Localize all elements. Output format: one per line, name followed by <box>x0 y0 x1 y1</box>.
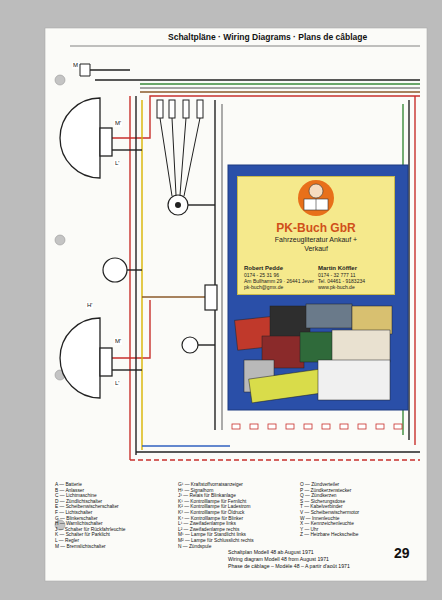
distributor-symbol <box>168 195 188 215</box>
fuse-box <box>232 424 402 429</box>
component-letter: M <box>72 62 79 69</box>
key-entry: M — Bremslichtschalter <box>55 544 106 550</box>
card-text: Tel. 04461 - 9183234 <box>318 278 390 284</box>
distributor-rotor <box>175 202 181 208</box>
page-number: 29 <box>394 545 410 561</box>
key-entry: A — Batterie <box>55 482 82 488</box>
dealer-card-panel: PK-Buch GbRFahrzeugliteratur Ankauf + Ve… <box>237 176 395 295</box>
card-text: 0174 - 32 777 11 <box>318 272 390 278</box>
card-text: Am Bullhamm 29 · 26441 Jever <box>244 278 316 284</box>
key-entry: Z — Heizbare Heckscheibe <box>300 532 358 538</box>
card-text: 0174 - 25 31 96 <box>244 272 316 278</box>
component-letter: M' <box>114 338 122 345</box>
key-entry: X — Kennzeichenleuchte <box>300 521 354 527</box>
card-heading: Martin Köffler <box>318 265 390 272</box>
card-text: Fahrzeugliteratur Ankauf + Verkauf <box>271 236 361 253</box>
key-entry: S — Sicherungsdose <box>300 499 345 505</box>
page-title: Schaltpläne · Wiring Diagrams · Plans de… <box>168 33 367 43</box>
key-entry: B — Anlasser <box>55 488 84 494</box>
book-covers <box>235 304 392 403</box>
header-rule <box>70 46 420 47</box>
key-entry: L — Regler <box>55 538 79 544</box>
card-text: www.pk-buch.de <box>318 284 390 290</box>
key-entry: L² — Zweifadenlampe rechts <box>178 527 239 533</box>
card-text: pk-buch@gmx.de <box>244 284 316 290</box>
key-entry: J — Schalter für Rückfahrleuchte <box>55 527 125 533</box>
horn-symbol <box>80 64 90 76</box>
generator-symbol <box>103 258 127 282</box>
key-entry: M¹ — Lampe für Standlicht links <box>178 532 246 538</box>
key-entry: D — Zündlichtschalter <box>55 499 102 505</box>
key-entry: K¹ — Kontrolllampe für Fernlicht <box>178 499 246 505</box>
wires <box>90 70 420 460</box>
component-letter: H' <box>86 302 93 309</box>
paper-sheet <box>45 28 427 581</box>
component-letter: M' <box>114 120 122 127</box>
spark-plugs <box>157 100 203 118</box>
key-entry: E — Scheibenwischerschalter <box>55 504 119 510</box>
key-entry: L¹ — Zweifadenlampe links <box>178 521 236 527</box>
caption-line: Phase de câblage – Modèle 48 – A partir … <box>228 564 350 570</box>
spark-plug-leads <box>160 118 200 196</box>
key-entry: J¹ — Relais für Blinkanlage <box>178 493 236 499</box>
key-entry: K³ — Kontrolllampe für Öldruck <box>178 510 244 516</box>
key-entry: G¹ — Kraftstoffvorratsanzeiger <box>178 482 243 488</box>
key-entry: O — Zündverteiler <box>300 482 339 488</box>
key-entry: C — Lichtmaschine <box>55 493 97 499</box>
card-heading: Robert Pedde <box>244 265 316 272</box>
key-entry: F — Lichtschalter <box>55 510 92 516</box>
key-entry: H¹ — Signalhorn <box>178 488 213 494</box>
key-entry: M² — Lampe für Schlusslicht rechts <box>178 538 254 544</box>
key-entry: N — Zündspule <box>178 544 211 550</box>
caption-line: Schaltplan Modell 48 ab August 1971 <box>228 550 314 556</box>
caption-line: Wiring diagram Modell 48 from August 197… <box>228 557 329 563</box>
headlights <box>60 98 112 398</box>
key-entry: K⁴ — Kontrolllampe für Blinker <box>178 516 243 522</box>
key-entry: V — Scheibenwischermotor <box>300 510 359 516</box>
key-entry: K² — Kontrolllampe für Ladestrom <box>178 504 251 510</box>
key-entry: P — Zündkerzenstecker <box>300 488 351 494</box>
component-letter: L' <box>114 380 120 387</box>
contact-block: Martin Köffler0174 - 32 777 11Tel. 04461… <box>318 265 390 291</box>
key-entry: H — Warnlichtschalter <box>55 521 103 527</box>
starter-symbol <box>182 337 198 353</box>
ignition-coil-symbol <box>205 285 217 310</box>
key-entry: K — Schalter für Parklicht <box>55 532 110 538</box>
insert-card <box>228 165 408 410</box>
contact-block: Robert Pedde0174 - 25 31 96Am Bullhamm 2… <box>244 265 316 291</box>
component-letter: L' <box>114 160 120 167</box>
key-entry: G — Blinkerschalter <box>55 516 98 522</box>
key-entry: Y — Uhr <box>300 527 318 533</box>
card-heading: PK-Buch GbR <box>244 221 388 235</box>
key-entry: Q — Zündkerzen <box>300 493 337 499</box>
key-entry: W — Innenleuchte <box>300 516 339 522</box>
key-entry: T — Kabelverbinder <box>300 504 343 510</box>
